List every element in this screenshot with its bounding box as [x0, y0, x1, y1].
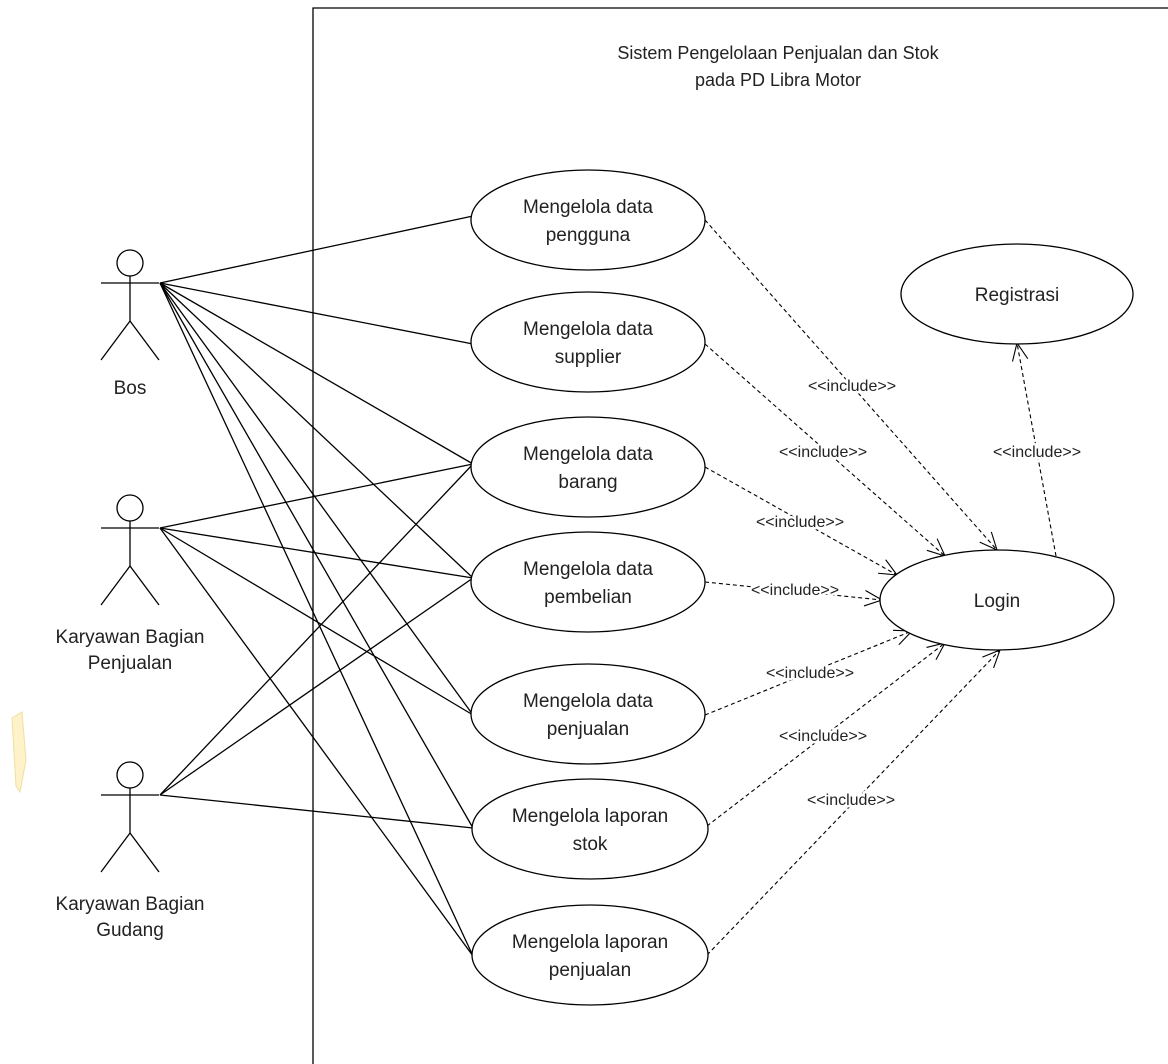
association-penjualan-barang — [159, 463, 474, 529]
use-case-label-login-0: Login — [974, 591, 1021, 612]
include-label-bg-penjualan_uc-login: <<include>> — [766, 665, 854, 682]
use-case-shape-pembelian[interactable] — [470, 531, 706, 633]
include-label-bg-pembelian-login: <<include>> — [751, 582, 839, 599]
actor-right-leg-bos — [129, 320, 160, 361]
association-bos-pengguna — [159, 215, 474, 284]
include-line-pengguna-login — [704, 219, 998, 551]
system-title-line2: pada PD Libra Motor — [695, 70, 861, 90]
association-bos-lap_stok — [159, 282, 474, 829]
actor-right-leg-gudang — [129, 832, 160, 873]
use-case-label-pengguna-0: Mengelola data — [523, 197, 653, 218]
include-label-barang-login: <<include>> — [756, 514, 844, 531]
use-case-lap_stok[interactable]: Mengelola laporan stok — [471, 778, 709, 880]
include-line-penjualan_uc-login — [704, 630, 913, 716]
include-label-penjualan_uc-login: <<include>> — [766, 665, 854, 682]
association-bos-penjualan_uc — [159, 282, 474, 716]
use-case-label-barang-1: barang — [558, 472, 617, 493]
include-label-login-registrasi: <<include>> — [993, 444, 1081, 461]
actor-label-gudang-1: Gudang — [96, 920, 164, 941]
association-gudang-pembelian — [159, 577, 474, 796]
use-case-shape-registrasi[interactable] — [900, 243, 1134, 345]
include-label-lap_penjualan-login: <<include>> — [807, 792, 895, 809]
include-line-lap_stok-login — [706, 642, 946, 827]
actor-bos: Bos — [100, 249, 160, 399]
use-case-shape-lap_penjualan[interactable] — [471, 904, 709, 1006]
include-line-pembelian-login — [704, 581, 883, 601]
use-case-shape-penjualan_uc[interactable] — [470, 663, 706, 765]
use-case-label-lap_penjualan-1: penjualan — [549, 960, 631, 981]
use-case-label-lap_stok-0: Mengelola laporan — [512, 806, 668, 827]
use-case-shape-supplier[interactable] — [470, 291, 706, 393]
use-case-login[interactable]: Login — [879, 549, 1115, 651]
include-line-login-registrasi — [1016, 342, 1057, 557]
include-label-pembelian-login: <<include>> — [751, 582, 839, 599]
use-case-label-lap_penjualan-0: Mengelola laporan — [512, 932, 668, 953]
association-penjualan-pembelian — [159, 527, 474, 579]
use-case-shape-lap_stok[interactable] — [471, 778, 709, 880]
use-case-label-pembelian-0: Mengelola data — [523, 559, 653, 580]
use-case-label-supplier-0: Mengelola data — [523, 319, 653, 340]
use-case-label-pengguna-1: pengguna — [546, 225, 631, 246]
use-case-pembelian[interactable]: Mengelola data pembelian — [470, 531, 706, 633]
include-line-lap_penjualan-login — [706, 649, 1001, 956]
actor-right-leg-penjualan — [129, 565, 160, 606]
use-case-supplier[interactable]: Mengelola data supplier — [470, 291, 706, 393]
use-case-label-barang-0: Mengelola data — [523, 444, 653, 465]
include-label-bg-supplier-login: <<include>> — [779, 444, 867, 461]
use-case-shape-barang[interactable] — [470, 416, 706, 518]
association-gudang-barang — [159, 463, 474, 796]
actor-label-penjualan-1: Penjualan — [88, 653, 173, 674]
association-bos-pembelian — [159, 282, 474, 579]
smudge-mark — [11, 711, 27, 794]
include-line-supplier-login — [704, 343, 946, 557]
actor-left-leg-gudang — [100, 832, 131, 873]
actor-label-gudang-0: Karyawan Bagian — [56, 894, 205, 915]
use-case-barang[interactable]: Mengelola data barang — [470, 416, 706, 518]
include-label-bg-login-registrasi: <<include>> — [993, 444, 1081, 461]
include-label-bg-lap_penjualan-login: <<include>> — [807, 792, 895, 809]
association-penjualan-lap_penjualan — [159, 527, 474, 957]
association-penjualan-penjualan_uc — [159, 527, 474, 716]
actor-left-leg-bos — [100, 320, 131, 361]
association-bos-supplier — [159, 282, 474, 345]
use-case-label-registrasi-0: Registrasi — [975, 285, 1059, 306]
include-line-barang-login — [704, 466, 898, 576]
use-case-label-pembelian-1: pembelian — [544, 587, 632, 608]
actor-head-penjualan — [116, 494, 144, 522]
use-case-label-lap_stok-1: stok — [573, 834, 608, 855]
use-case-label-penjualan_uc-1: penjualan — [547, 719, 629, 740]
system-boundary — [312, 7, 1168, 1064]
association-gudang-lap_stok — [159, 794, 474, 829]
use-case-penjualan_uc[interactable]: Mengelola data penjualan — [470, 663, 706, 765]
use-case-lap_penjualan[interactable]: Mengelola laporan penjualan — [471, 904, 709, 1006]
include-label-bg-pengguna-login: <<include>> — [808, 378, 896, 395]
include-label-lap_stok-login: <<include>> — [779, 728, 867, 745]
system-title-line1: Sistem Pengelolaan Penjualan dan Stok — [617, 43, 939, 63]
association-bos-barang — [159, 282, 474, 465]
actor-head-bos — [116, 249, 144, 277]
include-label-bg-barang-login: <<include>> — [756, 514, 844, 531]
use-case-pengguna[interactable]: Mengelola data pengguna — [470, 169, 706, 271]
use-case-label-supplier-1: supplier — [555, 347, 622, 368]
include-label-bg-lap_stok-login: <<include>> — [779, 728, 867, 745]
use-case-shape-pengguna[interactable] — [470, 169, 706, 271]
use-case-shape-login[interactable] — [879, 549, 1115, 651]
actor-label-bos-0: Bos — [114, 378, 147, 399]
actor-label-penjualan-0: Karyawan Bagian — [56, 627, 205, 648]
use-case-registrasi[interactable]: Registrasi — [900, 243, 1134, 345]
use-case-label-penjualan_uc-0: Mengelola data — [523, 691, 653, 712]
association-bos-lap_penjualan — [159, 282, 474, 957]
include-label-pengguna-login: <<include>> — [808, 378, 896, 395]
include-label-supplier-login: <<include>> — [779, 444, 867, 461]
actor-head-gudang — [116, 761, 144, 789]
actor-left-leg-penjualan — [100, 565, 131, 606]
